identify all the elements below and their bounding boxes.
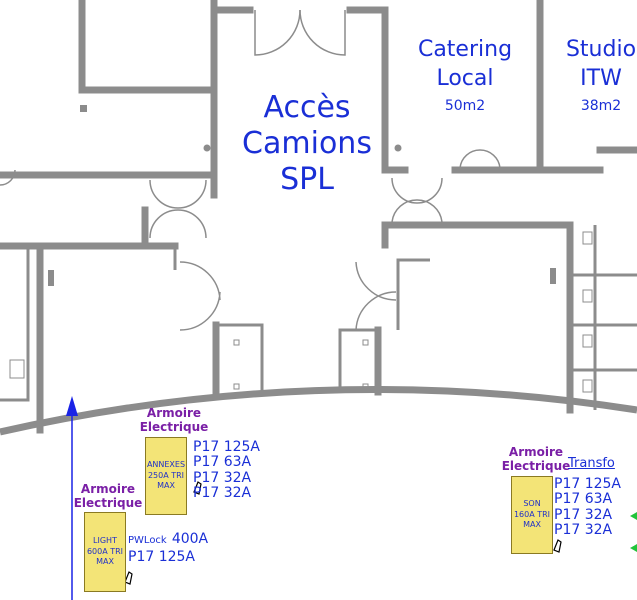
room-area: 50m2 — [444, 98, 486, 115]
room-line-2: Local — [436, 65, 494, 91]
circuit-item: P17 32A — [554, 522, 613, 539]
room-line-1: Studio — [565, 37, 637, 62]
cabinet-box-light[interactable]: LIGHT 600A TRI MAX — [84, 512, 126, 592]
circuit-item: P17 32A — [193, 469, 252, 486]
room-line-3: SPL — [280, 162, 334, 197]
circuit-item: P17 125A — [554, 476, 622, 492]
circuit-item: P17 125A — [193, 439, 261, 455]
room-label-acces-camions: Accès Camions SPL — [242, 90, 372, 198]
circuit-item: P17 32A — [554, 506, 613, 523]
cabinet-box-label: SON 160A TRI MAX — [513, 499, 551, 530]
room-line-2: Camions — [242, 126, 372, 161]
cabinet-title-line-1: Armoire — [146, 406, 202, 420]
circuit-list: P17 125A P17 63A P17 32A P17 32A — [193, 439, 261, 502]
cabinet-title: Armoire Electrique — [74, 482, 143, 511]
cabinet-title-line-1: Armoire — [508, 445, 564, 459]
circuit-item: P17 32A — [193, 485, 252, 502]
circuit-item: P17 63A — [193, 454, 252, 471]
cabinet-box-annexes[interactable]: ANNEXES 250A TRI MAX — [145, 437, 187, 515]
cabinet-box-label: LIGHT 600A TRI MAX — [86, 536, 124, 567]
cabinet-title: Armoire Electrique — [140, 406, 209, 435]
room-line-1: Accès — [263, 90, 351, 125]
room-area: 38m2 — [580, 98, 622, 115]
pwlock-value: 400A — [171, 531, 209, 547]
circuit-item: P17 125A — [128, 549, 196, 565]
circuit-list: P17 125A P17 63A P17 32A P17 32A — [554, 476, 622, 539]
room-label-catering: Catering Local 50m2 — [418, 36, 512, 115]
cabinet-box-son[interactable]: SON 160A TRI MAX — [511, 476, 553, 554]
cabinet-title-line-2: Electrique — [139, 420, 209, 435]
cabinet-box-label: ANNEXES 250A TRI MAX — [146, 460, 186, 491]
circuit-list: P17 125A — [128, 549, 196, 565]
room-label-studio: Studio ITW 38m2 — [566, 36, 636, 115]
pwlock-label: PWLock 400A — [128, 530, 208, 547]
cabinet-title: Armoire Electrique — [502, 445, 571, 474]
cabinet-title-line-1: Armoire — [80, 482, 136, 496]
pwlock-text: PWLock — [128, 535, 167, 546]
transfo-label: Transfo — [568, 456, 615, 471]
circuit-item: P17 63A — [554, 491, 613, 508]
room-line-2: ITW — [580, 65, 622, 91]
cabinet-title-line-2: Electrique — [501, 459, 571, 474]
room-line-1: Catering — [417, 37, 513, 62]
cabinet-title-line-2: Electrique — [73, 496, 143, 511]
